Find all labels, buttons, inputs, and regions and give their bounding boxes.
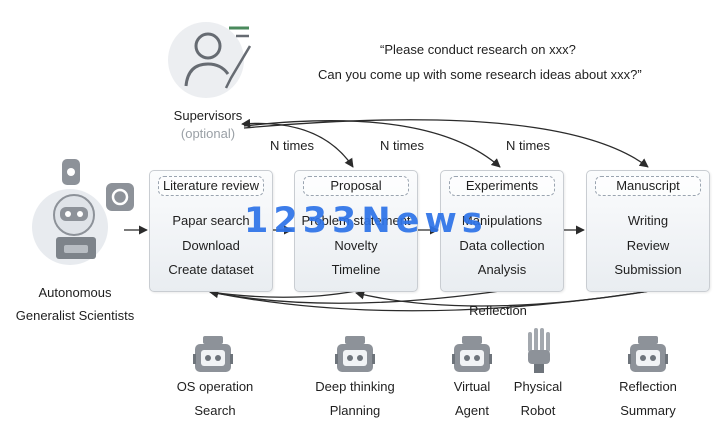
stage-item: Novelty bbox=[334, 237, 378, 253]
agent-label-line-2: Summary bbox=[620, 403, 676, 418]
loop-label-3: N times bbox=[505, 138, 551, 153]
stage-item: Analysis bbox=[477, 262, 527, 277]
scientist-label-line-1: Autonomous bbox=[38, 285, 112, 300]
supervisors-label: Supervisors bbox=[173, 108, 243, 123]
agent-physical-robot bbox=[524, 326, 554, 374]
stage-title: Experiments bbox=[449, 176, 555, 196]
person-icon bbox=[168, 22, 252, 98]
loop-label-1: N times bbox=[269, 138, 315, 153]
stage-manuscript: Manuscript Writing Review Submission bbox=[586, 170, 710, 292]
robot-head-icon bbox=[452, 336, 492, 372]
gear-badge-icon bbox=[106, 183, 134, 211]
agent-label-line-1: OS operation bbox=[176, 379, 254, 394]
stage-item: Timeline bbox=[331, 262, 381, 277]
watermark-text: 1233News bbox=[244, 201, 488, 241]
stage-title: Proposal bbox=[303, 176, 409, 196]
stage-item: Manipulations bbox=[461, 213, 543, 228]
stage-item: Review bbox=[626, 237, 670, 253]
agent-label-line-2: Search bbox=[194, 403, 236, 418]
stage-title: Literature review bbox=[158, 176, 264, 196]
arrow-reflection-experiments-to-literature bbox=[209, 289, 501, 304]
stage-literature-review: Literature review Papar search Download … bbox=[149, 170, 273, 292]
stage-item: Problem statement bbox=[301, 213, 411, 228]
loop-label-2: N times bbox=[379, 138, 425, 153]
stage-proposal: Proposal Problem statement Novelty Timel… bbox=[294, 170, 418, 292]
reflection-label: Reflection bbox=[469, 303, 527, 318]
stage-item: Data collection bbox=[459, 237, 545, 253]
agent-reflection bbox=[628, 334, 672, 376]
stage-item: Create dataset bbox=[168, 262, 254, 277]
scientist-robot-illustration bbox=[30, 155, 142, 275]
agent-label-line-1: Virtual bbox=[453, 379, 491, 394]
stage-experiments: Experiments Manipulations Data collectio… bbox=[440, 170, 564, 292]
stage-item: Papar search bbox=[172, 213, 250, 228]
arrow-supervisor-experiments bbox=[243, 120, 501, 168]
arrow-reflection-manuscript-to-proposal bbox=[355, 290, 651, 307]
prompt-line-2: Can you come up with some research ideas… bbox=[318, 67, 642, 82]
robot-head-icon bbox=[193, 336, 233, 372]
scientist-label-line-2: Generalist Scientists bbox=[15, 308, 135, 323]
stage-item: Submission bbox=[614, 262, 682, 277]
arrow-reflection-proposal-to-literature bbox=[209, 288, 357, 298]
prompt-line-1: “Please conduct research on xxx? bbox=[380, 42, 576, 57]
stage-title: Manuscript bbox=[595, 176, 701, 196]
stage-item: Writing bbox=[627, 213, 669, 228]
agent-os-operation bbox=[193, 334, 237, 376]
agent-virtual bbox=[452, 334, 496, 376]
agent-label-line-2: Agent bbox=[455, 403, 489, 418]
robot-hand-icon bbox=[528, 328, 550, 373]
supervisor-avatar bbox=[166, 18, 256, 100]
arrow-supervisor-proposal bbox=[241, 118, 354, 168]
supervisors-optional-note: (optional) bbox=[180, 126, 236, 141]
robot-head-icon bbox=[335, 336, 375, 372]
agent-deep-thinking bbox=[335, 334, 379, 376]
robot-scientist-icon bbox=[32, 159, 134, 265]
stage-item: Download bbox=[182, 237, 240, 253]
robot-head-icon bbox=[628, 336, 668, 372]
agent-label-line-2: Robot bbox=[520, 403, 556, 418]
agent-label-line-2: Planning bbox=[329, 403, 381, 418]
arrow-supervisor-manuscript bbox=[243, 119, 649, 168]
agent-label-line-1: Reflection bbox=[619, 379, 677, 394]
agent-label-line-1: Deep thinking bbox=[315, 379, 395, 394]
agent-label-line-1: Physical bbox=[513, 379, 563, 394]
